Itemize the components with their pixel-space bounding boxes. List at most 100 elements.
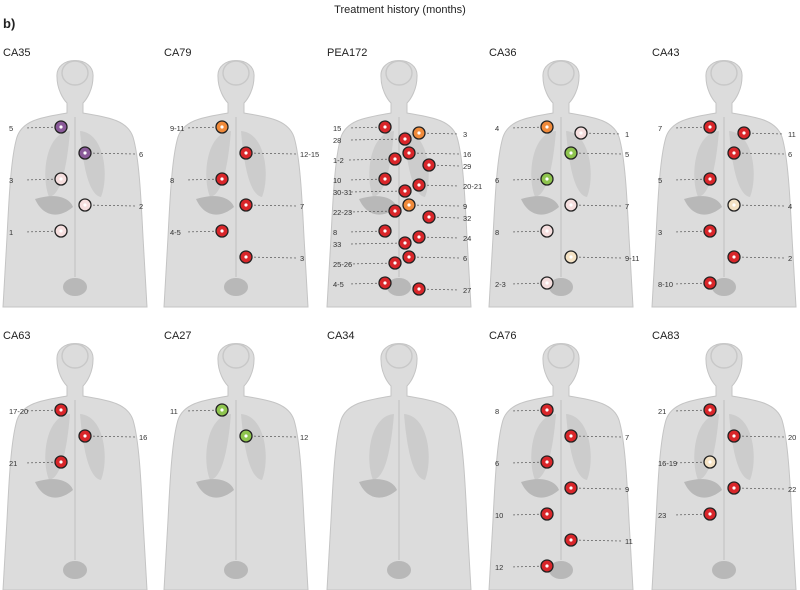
bladder — [63, 278, 87, 296]
tumor-marker-center — [403, 189, 406, 192]
treatment-month-label: 10 — [495, 511, 503, 520]
body-diagram: 11 12 — [164, 330, 324, 590]
tumor-marker-center — [407, 203, 410, 206]
treatment-month-label: 7 — [625, 202, 629, 211]
tumor-marker-center — [383, 281, 386, 284]
body-silhouette — [164, 61, 308, 308]
treatment-month-label: 7 — [625, 433, 629, 442]
bladder — [712, 561, 736, 579]
tumor-marker-center — [732, 434, 735, 437]
treatment-month-label: 6 — [788, 150, 792, 159]
tumor-marker-center — [545, 125, 548, 128]
treatment-month-label: 1-2 — [333, 156, 344, 165]
tumor-marker-center — [83, 434, 86, 437]
tumor-marker-center — [545, 564, 548, 567]
tumor-marker-center — [59, 460, 62, 463]
treatment-month-label: 21 — [9, 459, 17, 468]
treatment-month-label: 11 — [170, 407, 178, 416]
tumor-marker-center — [545, 512, 548, 515]
panel-label: b) — [3, 16, 15, 31]
tumor-marker-center — [708, 229, 711, 232]
bladder — [63, 561, 87, 579]
treatment-month-label: 27 — [463, 286, 471, 295]
tumor-marker-center — [244, 434, 247, 437]
treatment-month-label: 3 — [9, 176, 13, 185]
treatment-month-label: 22-23 — [333, 208, 352, 217]
treatment-month-label: 4 — [788, 202, 792, 211]
tumor-marker-center — [708, 177, 711, 180]
tumor-marker-center — [708, 125, 711, 128]
treatment-month-label: 8-10 — [658, 280, 673, 289]
tumor-marker-center — [545, 177, 548, 180]
tumor-marker-center — [244, 151, 247, 154]
body-silhouette — [489, 61, 633, 308]
treatment-month-label: 3 — [300, 254, 304, 263]
treatment-month-label: 4-5 — [333, 280, 344, 289]
treatment-month-label: 12 — [495, 563, 503, 572]
tumor-marker-center — [220, 229, 223, 232]
bladder — [224, 561, 248, 579]
tumor-marker-center — [545, 408, 548, 411]
treatment-month-label: 21 — [658, 407, 666, 416]
tumor-marker-center — [220, 177, 223, 180]
tumor-marker-center — [244, 255, 247, 258]
treatment-month-label: 3 — [658, 228, 662, 237]
tumor-marker-center — [569, 434, 572, 437]
treatment-month-label: 28 — [333, 136, 341, 145]
tumor-marker-center — [545, 460, 548, 463]
tumor-marker-center — [569, 203, 572, 206]
bladder — [387, 561, 411, 579]
body-silhouette — [652, 61, 796, 308]
treatment-month-label: 20 — [788, 433, 796, 442]
tumor-marker-center — [59, 177, 62, 180]
tumor-marker-center — [569, 255, 572, 258]
treatment-month-label: 33 — [333, 240, 341, 249]
treatment-month-label: 7 — [658, 124, 662, 133]
body-silhouette — [3, 61, 147, 308]
treatment-month-label: 24 — [463, 234, 471, 243]
body-diagram: 1516109864-531-220-2122-232425-262728293… — [327, 47, 487, 307]
treatment-month-label: 32 — [463, 214, 471, 223]
treatment-month-label: 20-21 — [463, 182, 482, 191]
tumor-marker-center — [407, 255, 410, 258]
tumor-marker-center — [403, 241, 406, 244]
treatment-month-label: 12 — [300, 433, 308, 442]
treatment-month-label: 16-19 — [658, 459, 677, 468]
tumor-marker-center — [742, 131, 745, 134]
tumor-marker-center — [383, 229, 386, 232]
treatment-month-label: 30-31 — [333, 188, 352, 197]
tumor-marker-center — [83, 151, 86, 154]
tumor-marker-center — [708, 281, 711, 284]
tumor-marker-center — [545, 229, 548, 232]
tumor-marker-center — [732, 486, 735, 489]
tumor-marker-center — [383, 177, 386, 180]
body-silhouette — [327, 344, 471, 590]
treatment-month-label: 9 — [625, 485, 629, 494]
treatment-month-label: 16 — [463, 150, 471, 159]
patient-panel: CA34 — [327, 330, 487, 590]
treatment-month-label: 9-11 — [625, 254, 639, 263]
body-silhouette — [3, 344, 147, 590]
tumor-marker-center — [393, 261, 396, 264]
treatment-month-label: 23 — [658, 511, 666, 520]
treatment-month-label: 17-20 — [9, 407, 28, 416]
tumor-marker-center — [417, 131, 420, 134]
treatment-month-label: 6 — [495, 459, 499, 468]
body-diagram — [327, 330, 487, 590]
body-silhouette — [489, 344, 633, 590]
treatment-month-label: 6 — [463, 254, 467, 263]
treatment-month-label: 5 — [9, 124, 13, 133]
treatment-month-label: 9-11 — [170, 124, 184, 133]
tumor-marker-center — [59, 125, 62, 128]
tumor-marker-center — [732, 255, 735, 258]
